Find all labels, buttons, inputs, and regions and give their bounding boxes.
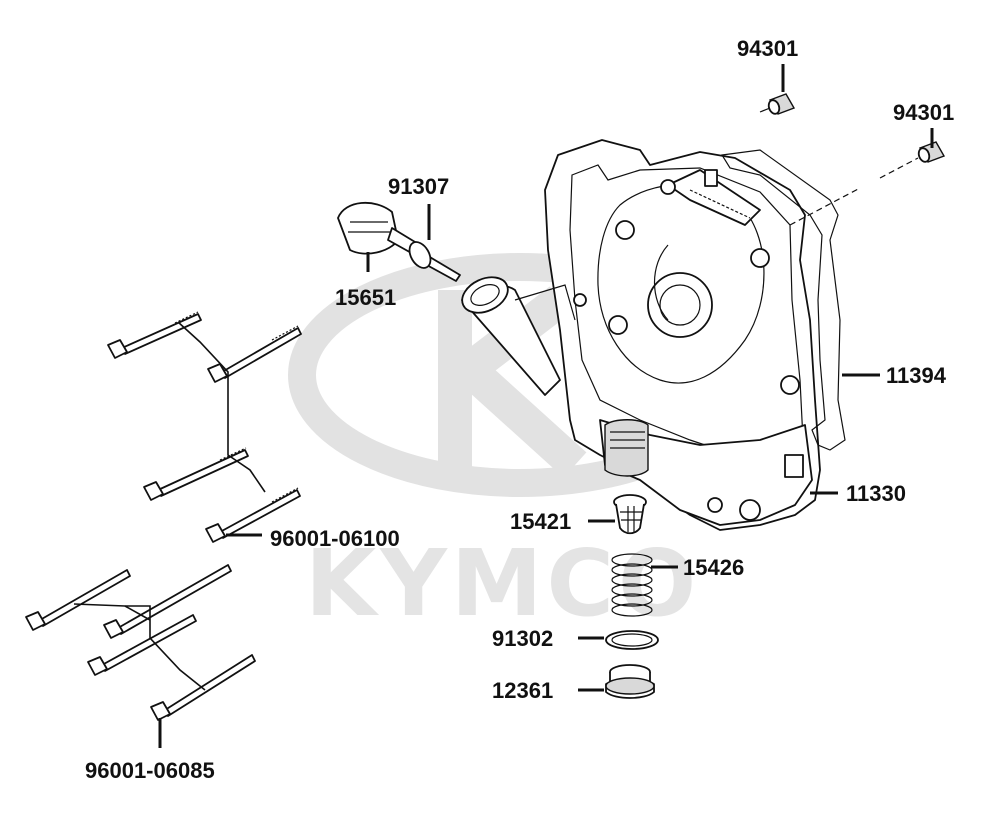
callout-91302: 91302	[492, 626, 553, 651]
callout-94301-b: 94301	[893, 100, 954, 125]
leader-lines	[366, 64, 934, 692]
callout-15421: 15421	[510, 509, 571, 534]
callout-94301-a: 94301	[737, 36, 798, 61]
callout-12361: 12361	[492, 678, 553, 703]
dowel-pin-94301-a	[759, 93, 796, 115]
dowel-pin-94301-b	[789, 141, 946, 226]
callout-15426: 15426	[683, 555, 744, 580]
callout-11330: 11330	[846, 481, 906, 506]
callout-96001-06085: 96001-06085	[85, 758, 215, 783]
crankcase-cover-11330	[461, 139, 821, 531]
oil-strainer-15421	[613, 494, 647, 535]
oil-dipstick-15651	[337, 201, 461, 282]
spring-15426	[611, 553, 653, 617]
o-ring-91307	[408, 241, 432, 269]
callout-labels: 94301 94301 91307 15651 11394 11330 9600…	[85, 36, 954, 783]
drain-plug-12361	[605, 664, 655, 699]
callout-91307: 91307	[388, 174, 449, 199]
o-ring-91302	[605, 630, 659, 650]
callout-15651: 15651	[335, 285, 396, 310]
callout-96001-06100: 96001-06100	[270, 526, 400, 551]
callout-11394: 11394	[886, 363, 947, 388]
bolt-group-96001-06100	[107, 311, 302, 543]
bolt-group-96001-06085	[25, 564, 256, 748]
